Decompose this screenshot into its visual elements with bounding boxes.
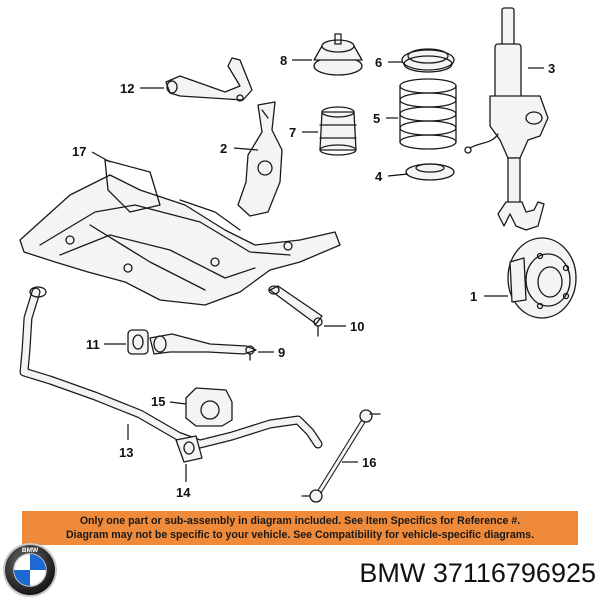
strut-assembly-part — [464, 7, 549, 231]
callout-6: 6 — [375, 55, 382, 70]
diagram-notice-banner: Only one part or sub-assembly in diagram… — [22, 511, 578, 545]
stabilizer-bracket-part — [175, 435, 203, 463]
callout-labels: 1 2 3 4 5 6 7 8 9 10 11 12 13 14 15 16 1… — [72, 53, 555, 500]
upper-spring-pad-part — [401, 48, 455, 73]
callout-3: 3 — [548, 61, 555, 76]
suspension-parts-diagram: 1 2 3 4 5 6 7 8 9 10 11 12 13 14 15 16 1… — [19, 7, 577, 503]
stabilizer-link-part — [301, 409, 381, 503]
coil-spring-part — [399, 78, 457, 150]
callout-14: 14 — [176, 485, 191, 500]
lower-spring-pad-part — [405, 163, 455, 181]
callout-10: 10 — [350, 319, 364, 334]
callout-11: 11 — [86, 337, 100, 352]
callout-9: 9 — [278, 345, 285, 360]
tension-strut-part — [268, 285, 323, 337]
callout-4: 4 — [375, 169, 383, 184]
callout-12: 12 — [120, 81, 134, 96]
part-number-label: BMW 37116796925 — [359, 558, 596, 588]
stabilizer-bar-part — [19, 286, 323, 449]
logo-lettering: BMW — [22, 547, 39, 554]
callout-5: 5 — [373, 111, 380, 126]
callout-1: 1 — [470, 289, 477, 304]
lower-control-arm-part — [149, 333, 257, 361]
callout-16: 16 — [362, 455, 376, 470]
callout-13: 13 — [119, 445, 133, 460]
steering-knuckle-part — [237, 101, 283, 217]
bump-stop-part — [319, 106, 357, 156]
notice-line-1: Only one part or sub-assembly in diagram… — [79, 515, 521, 527]
callout-8: 8 — [280, 53, 287, 68]
strut-mount-part — [313, 33, 363, 76]
notice-line-2: Diagram may not be specific to your vehi… — [65, 529, 535, 541]
wheel-hub-part — [507, 237, 577, 319]
control-arm-bushing-part — [127, 329, 149, 355]
callout-7: 7 — [289, 125, 296, 140]
stabilizer-bushing-part — [185, 387, 233, 427]
callout-leaders — [91, 59, 544, 482]
callout-15: 15 — [151, 394, 165, 409]
bmw-roundel-icon: BMW — [3, 543, 57, 597]
front-subframe-part — [19, 159, 341, 306]
upper-control-arm-part — [165, 57, 253, 102]
callout-17: 17 — [72, 144, 86, 159]
callout-2: 2 — [220, 141, 227, 156]
